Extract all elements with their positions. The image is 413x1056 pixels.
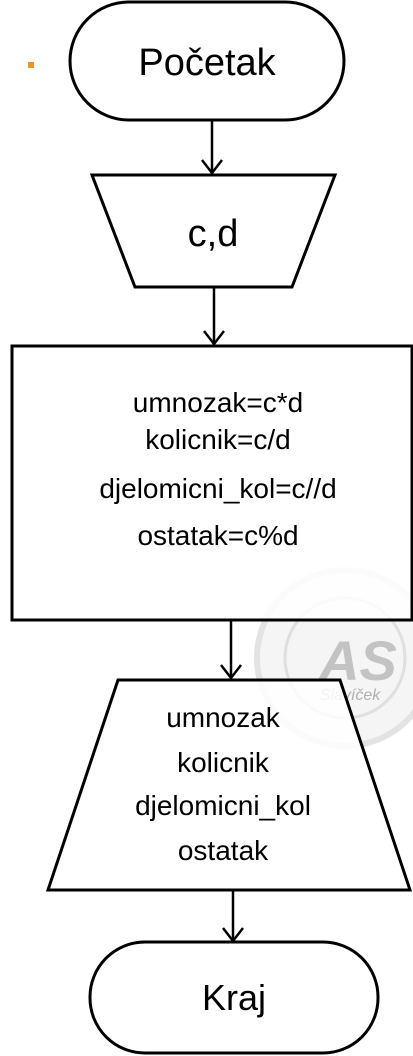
- input-node: c,d: [89, 173, 338, 289]
- process-line-4: ostatak=c%d: [137, 520, 298, 551]
- output-line-3: djelomicni_kol: [135, 790, 311, 821]
- accent-bullet: [28, 62, 34, 68]
- output-line-2: kolicnik: [177, 747, 270, 778]
- process-line-1: umnozak=c*d: [133, 387, 303, 418]
- arrow-process-to-output: [220, 620, 242, 681]
- arrow-input-to-process: [203, 287, 225, 347]
- output-node: umnozak kolicnik djelomicni_kol ostatak: [45, 678, 413, 892]
- process-node: umnozak=c*d kolicnik=c/d djelomicni_kol=…: [10, 344, 413, 622]
- arrow-start-to-input: [201, 120, 223, 176]
- input-label: c,d: [188, 213, 239, 255]
- start-node: Početak: [68, 0, 346, 122]
- end-node: Kraj: [88, 940, 380, 1055]
- output-line-4: ostatak: [178, 835, 269, 866]
- process-line-2: kolicnik=c/d: [145, 424, 291, 455]
- start-label: Početak: [138, 42, 276, 84]
- end-label: Kraj: [202, 977, 266, 1018]
- arrow-output-to-end: [222, 890, 244, 944]
- output-line-1: umnozak: [166, 702, 281, 733]
- process-line-3: djelomicni_kol=c//d: [99, 473, 336, 504]
